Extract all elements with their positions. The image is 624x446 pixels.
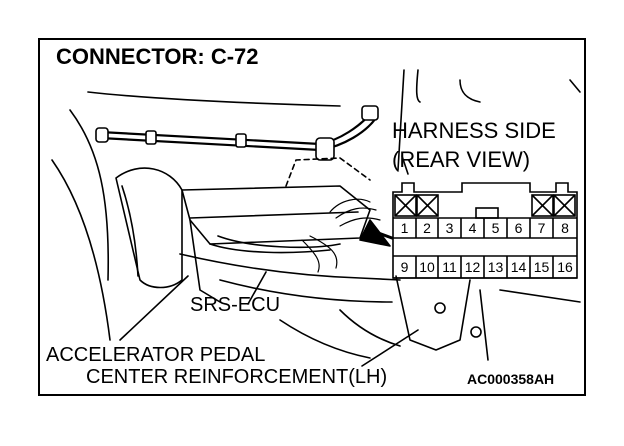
pin-2: 2 bbox=[423, 220, 431, 236]
pin-5: 5 bbox=[491, 220, 500, 236]
pin-10: 10 bbox=[419, 259, 435, 275]
connector-title: CONNECTOR: C-72 bbox=[56, 44, 259, 69]
pin-12: 12 bbox=[464, 259, 481, 275]
pin-6: 6 bbox=[514, 220, 523, 236]
pin-9: 9 bbox=[400, 259, 409, 275]
figure-code: AC000358AH bbox=[467, 371, 555, 387]
pin-8: 8 bbox=[561, 220, 569, 236]
pin-7: 7 bbox=[537, 220, 546, 236]
pin-3: 3 bbox=[445, 220, 454, 236]
pin-1: 1 bbox=[400, 220, 409, 236]
pin-14: 14 bbox=[510, 259, 527, 275]
harness-side-label: HARNESS SIDE bbox=[392, 118, 556, 143]
diagram-frame: CONNECTOR: C-72 HARNESS SIDE (REAR VIEW) bbox=[38, 38, 586, 396]
connector-outline bbox=[392, 182, 578, 279]
accelerator-pedal-label: ACCELERATOR PEDAL bbox=[46, 344, 266, 366]
vehicle-illustration bbox=[51, 69, 581, 367]
pin-13: 13 bbox=[487, 259, 504, 275]
pin-15: 15 bbox=[533, 259, 550, 275]
pin-4: 4 bbox=[468, 220, 477, 236]
center-reinforcement-label: CENTER REINFORCEMENT(LH) bbox=[86, 366, 388, 388]
srs-ecu-label: SRS-ECU bbox=[190, 294, 281, 316]
connector-face-c72: 1 2 3 4 5 6 7 8 9 10 11 12 13 14 15 16 bbox=[392, 182, 578, 280]
pin-16: 16 bbox=[557, 259, 573, 275]
pin-11: 11 bbox=[442, 259, 457, 275]
rear-view-label: (REAR VIEW) bbox=[392, 147, 531, 172]
